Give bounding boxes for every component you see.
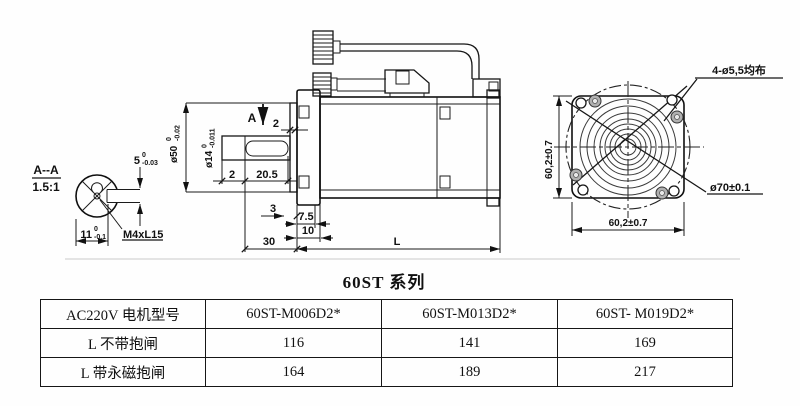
dim-key-offset: 2	[229, 169, 235, 181]
table-header-row: AC220V 电机型号 60ST-M006D2* 60ST-M013D2* 60…	[40, 299, 733, 329]
side-view: ø50 0 -0.02 ø14 0 -0.011 2 20.5 A 2	[166, 30, 501, 253]
svg-text:0: 0	[202, 144, 209, 148]
svg-text:0: 0	[142, 152, 146, 159]
svg-text:60,2±0.7: 60,2±0.7	[544, 140, 555, 179]
section-view-aa: A--A 1.5:1 M4xL15 5 0 -0.03 11 0 -0.1	[32, 152, 163, 246]
cell: 164	[205, 357, 382, 387]
svg-text:-0.011: -0.011	[210, 128, 217, 148]
section-arrow-label: A	[248, 111, 257, 125]
svg-text:ø14: ø14	[204, 150, 215, 168]
dim-boss: 2	[273, 118, 279, 130]
header-model-2: 60ST-M013D2*	[381, 299, 558, 329]
dim-L: L	[394, 236, 401, 248]
table-row: L 带永磁抱闸 164 189 217	[40, 357, 733, 387]
tie-rod-screws	[569, 94, 684, 200]
section-label: A--A	[33, 163, 59, 177]
cell: 169	[557, 328, 733, 358]
svg-text:0: 0	[166, 137, 173, 141]
motor-drawing: A--A 1.5:1 M4xL15 5 0 -0.03 11 0 -0.1	[32, 30, 783, 260]
dim-flange-height: 60,2±0.7	[544, 140, 555, 179]
series-title: 60ST 系列	[342, 273, 426, 292]
dim-75: 7.5	[298, 211, 313, 223]
dim-key-length: 20.5	[256, 169, 277, 181]
row-label: L 不带抱闸	[40, 328, 206, 358]
svg-text:-0.1: -0.1	[94, 234, 106, 241]
terminal-block	[472, 78, 501, 98]
dim-3: 3	[270, 203, 276, 215]
mounting-hole	[575, 97, 587, 109]
header-model-3: 60ST- M019D2*	[557, 299, 733, 329]
encoder-connector	[312, 30, 341, 65]
cell: 141	[381, 328, 558, 358]
table-row: L 不带抱闸 116 141 169	[40, 328, 733, 358]
dim-30: 30	[263, 236, 275, 248]
dim-flange-width: 60,2±0.7	[609, 218, 648, 229]
dim-10: 10	[302, 225, 314, 237]
cell: 189	[381, 357, 558, 387]
dim-key-width: 5	[134, 155, 140, 167]
thread-callout: M4xL15	[123, 229, 163, 241]
mounting-hole	[577, 184, 589, 196]
mounting-hole	[668, 185, 680, 197]
cell: 217	[557, 357, 733, 387]
svg-text:0: 0	[94, 226, 98, 233]
svg-text:ø50: ø50	[169, 145, 180, 163]
holes-callout: 4-ø5,5均布	[712, 63, 766, 77]
dim-pilot-dia: ø50 0 -0.02	[166, 125, 182, 163]
spec-table: AC220V 电机型号 60ST-M006D2* 60ST-M013D2* 60…	[40, 299, 733, 387]
bolt-circle-callout: ø70±0.1	[710, 182, 750, 194]
cable-housing	[384, 69, 430, 97]
header-model-1: 60ST-M006D2*	[205, 299, 382, 329]
power-connector	[312, 72, 338, 97]
front-view: 4-ø5,5均布 ø70±0.1 60,2±0.7 60,2±0.7	[544, 63, 783, 236]
cell: 116	[205, 328, 382, 358]
row-label: L 带永磁抱闸	[40, 357, 206, 387]
mounting-hole	[666, 94, 678, 106]
header-model: AC220V 电机型号	[40, 299, 206, 329]
dim-shaft-dia: ø14 0 -0.011	[202, 128, 217, 168]
dim-flat: 11	[80, 229, 92, 241]
svg-text:-0.02: -0.02	[175, 125, 182, 141]
svg-text:-0.03: -0.03	[142, 160, 158, 167]
section-scale: 1.5:1	[32, 180, 60, 194]
